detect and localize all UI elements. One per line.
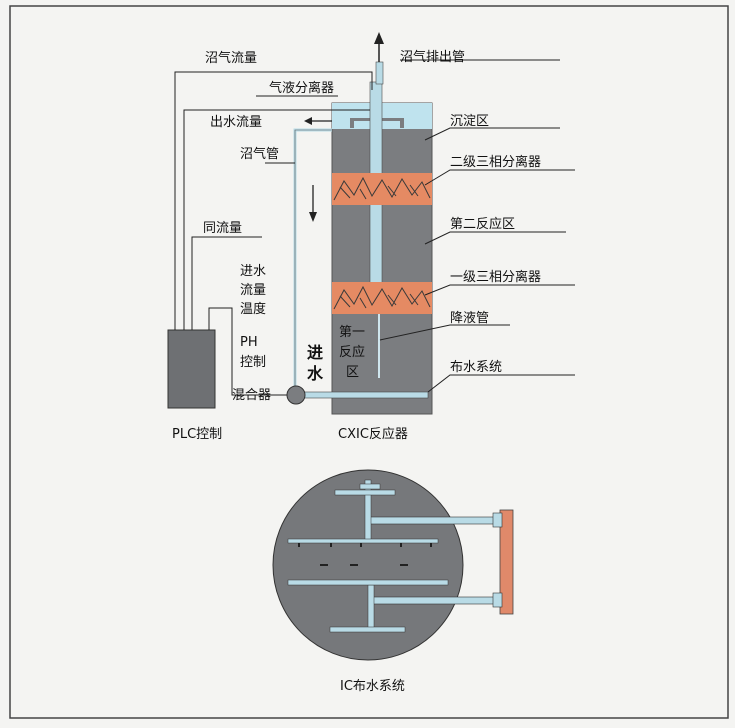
first-separator-leader (424, 284, 575, 296)
label-first-zone-1: 第一 (339, 325, 365, 340)
biogas-return-pipe-edge (294, 129, 332, 392)
label-ph-2: 控制 (240, 355, 266, 370)
arm-top-cross (359, 483, 381, 490)
label-outlet-flow: 出水流量 (210, 115, 262, 130)
distribution-pipe (299, 391, 429, 399)
pipe-elbow-2 (492, 592, 503, 608)
label-first-separator: 一级三相分离器 (450, 269, 541, 285)
label-settling-zone: 沉淀区 (450, 114, 489, 129)
second-separator-pattern-b (339, 184, 419, 200)
reactor (299, 32, 433, 415)
outer-frame (9, 5, 729, 719)
label-mixer: 混合器 (232, 388, 271, 403)
label-biogas-outlet: 沼气排出管 (400, 49, 465, 65)
label-plc: PLC控制 (172, 427, 222, 442)
label-ic-caption: IC布水系统 (340, 679, 405, 694)
biogas-outlet-pipe (375, 61, 384, 85)
ic-distribution-view (272, 469, 514, 661)
stem-2 (367, 584, 375, 631)
return-flow-line (191, 236, 262, 330)
label-second-reaction-zone: 第二反应区 (450, 216, 515, 232)
first-separator-pattern (333, 285, 431, 310)
pipe-connector-1 (369, 516, 499, 525)
downcomer-leader (379, 324, 510, 341)
second-separator-leader (424, 169, 575, 186)
second-separator-band (332, 173, 432, 205)
label-inlet-flow-2: 流量 (240, 283, 266, 298)
label-second-separator: 二级三相分离器 (450, 154, 541, 170)
arm-top (334, 489, 396, 496)
label-reactor-caption: CXIC反应器 (338, 426, 408, 442)
label-distribution-system: 布水系统 (450, 360, 502, 375)
label-inlet-flow-1: 进水 (240, 264, 266, 279)
arrow-down-icon (309, 212, 317, 222)
nozzles (298, 543, 432, 566)
settling-zone-leader (424, 127, 560, 141)
first-separator-pattern-b (339, 293, 419, 309)
pipe-connector-2 (369, 596, 499, 605)
second-separator-pattern (333, 176, 431, 201)
label-first-zone-3: 区 (346, 365, 359, 380)
first-separator-band (332, 282, 432, 314)
biogas-pipe-group (293, 128, 332, 392)
label-gas-liquid-separator: 气液分离器 (269, 80, 334, 96)
label-inlet-flow-3: 温度 (240, 301, 266, 317)
label-downcomer: 降液管 (450, 311, 489, 326)
mixer-icon (286, 385, 306, 405)
arrow-left-icon (304, 117, 312, 125)
outlet-flow-line (183, 109, 370, 330)
label-ph-1: PH (240, 335, 258, 350)
arm-2 (287, 538, 439, 544)
arm-3 (287, 579, 449, 586)
right-leaders (379, 59, 575, 393)
biogas-flow-line (174, 71, 373, 330)
label-biogas-flow: 沼气流量 (205, 50, 257, 66)
arrow-up-icon (374, 32, 384, 44)
distribution-leader (427, 374, 575, 393)
control-lines (174, 71, 373, 396)
inlet-control-line (208, 307, 287, 396)
label-inlet-2: 水 (307, 364, 324, 383)
label-return-flow: 同流量 (203, 221, 242, 236)
label-first-zone-2: 反应 (339, 344, 365, 360)
arm-bottom (329, 626, 406, 633)
manifold-header (499, 509, 514, 615)
second-zone-leader (424, 231, 566, 245)
label-biogas-pipe: 沼气管 (240, 146, 279, 162)
label-inlet-1: 进 (307, 343, 323, 362)
pipe-elbow-1 (492, 512, 503, 528)
plc-box (167, 329, 216, 409)
gas-liquid-separator-cap (350, 118, 404, 128)
